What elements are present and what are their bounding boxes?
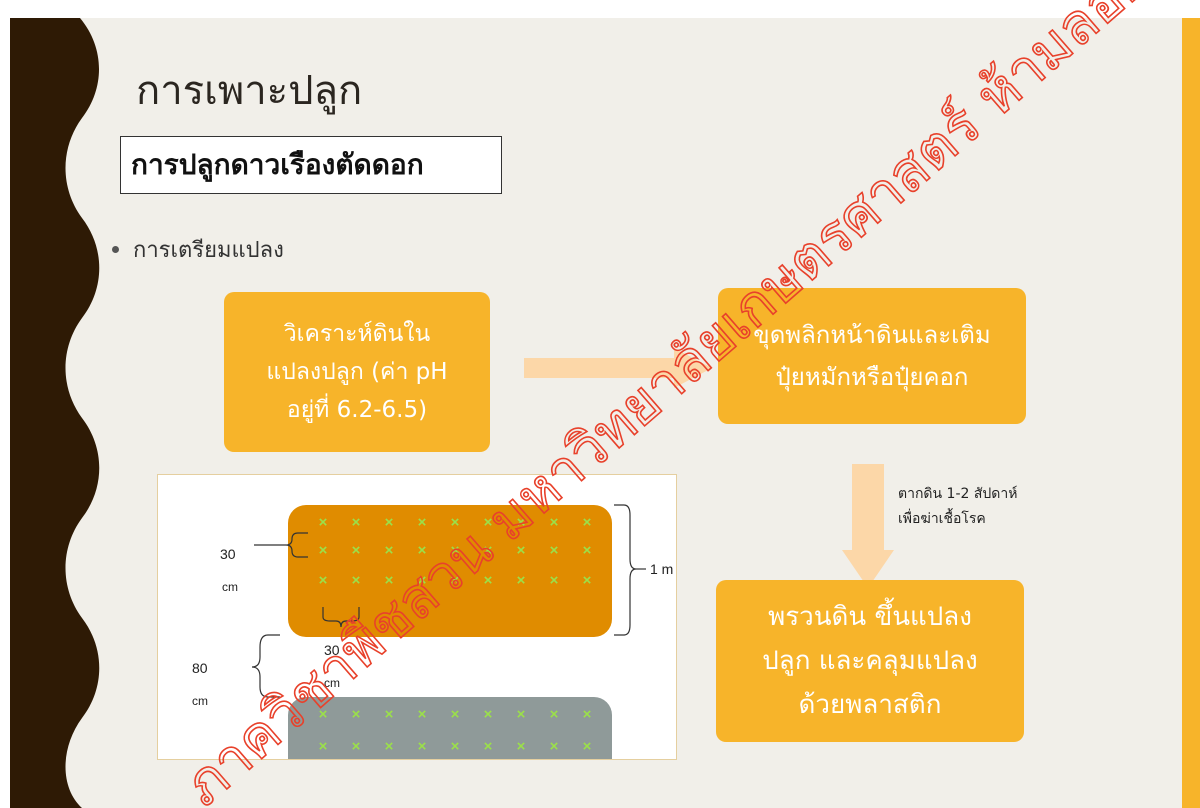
left-wavy-band — [10, 18, 100, 808]
path-width-value: 80 — [192, 660, 208, 676]
step-line: ปุ๋ยหมักหรือปุ๋ยคอก — [775, 363, 969, 391]
plant-marker: × — [418, 706, 427, 723]
plant-marker: × — [418, 542, 427, 559]
plant-marker: × — [583, 542, 592, 559]
plant-marker: × — [385, 738, 394, 755]
plant-marker: × — [319, 542, 328, 559]
plant-marker: × — [352, 542, 361, 559]
plant-marker: × — [517, 738, 526, 755]
plant-marker: × — [418, 572, 427, 589]
plant-marker: × — [385, 706, 394, 723]
plant-marker: × — [484, 572, 493, 589]
plant-marker: × — [352, 514, 361, 531]
plant-marker: × — [451, 542, 460, 559]
plant-marker: × — [550, 738, 559, 755]
plant-marker: × — [583, 706, 592, 723]
plant-marker: × — [418, 738, 427, 755]
plant-marker: × — [550, 542, 559, 559]
step-line: อยู่ที่ 6.2-6.5) — [286, 397, 428, 423]
plant-spacing-unit: cm — [324, 676, 340, 690]
plant-marker: × — [484, 738, 493, 755]
plant-marker: × — [385, 572, 394, 589]
plant-marker: × — [451, 738, 460, 755]
plant-marker: × — [550, 706, 559, 723]
plant-marker: × — [550, 572, 559, 589]
step-line: ปลูก และคลุมแปลง — [762, 646, 978, 676]
arrow-right — [524, 348, 712, 388]
plant-marker: × — [418, 514, 427, 531]
step-line: วิเคราะห์ดินใน — [283, 321, 431, 347]
plant-marker: × — [583, 738, 592, 755]
arrow-down — [842, 464, 894, 588]
plant-marker: × — [484, 542, 493, 559]
note-line: ตากดิน 1-2 สัปดาห์ — [898, 486, 1018, 502]
bed-width-label: 1 m — [650, 561, 673, 577]
row-spacing-unit: cm — [222, 580, 238, 594]
slide-title: การเพาะปลูก — [136, 68, 363, 114]
step-bed-forming: พรวนดิน ขึ้นแปลง ปลูก และคลุมแปลง ด้วยพล… — [716, 580, 1024, 742]
step-soil-analysis: วิเคราะห์ดินใน แปลงปลูก (ค่า pH อยู่ที่ … — [224, 292, 490, 452]
plant-spacing-value: 30 — [324, 642, 340, 658]
step-line: ด้วยพลาสติก — [798, 690, 942, 720]
sun-dry-note: ตากดิน 1-2 สัปดาห์ เพื่อฆ่าเชื้อโรค — [898, 482, 1017, 532]
bullet-dot — [112, 246, 119, 253]
plant-marker: × — [352, 706, 361, 723]
plant-marker: × — [517, 514, 526, 531]
step-line: ขุดพลิกหน้าดินและเติม — [753, 321, 991, 349]
step-line: พรวนดิน ขึ้นแปลง — [768, 602, 972, 632]
plant-marker: × — [352, 738, 361, 755]
planting-bed-gray — [288, 697, 612, 759]
plant-marker: × — [484, 706, 493, 723]
plant-marker: × — [517, 706, 526, 723]
plant-marker: × — [451, 514, 460, 531]
path-width-unit: cm — [192, 694, 208, 708]
plant-marker: × — [319, 738, 328, 755]
plant-marker: × — [484, 514, 493, 531]
step-line: แปลงปลูก (ค่า pH — [266, 359, 448, 385]
bullet-item: การเตรียมแปลง — [112, 232, 284, 267]
plant-marker: × — [583, 514, 592, 531]
plant-marker: × — [451, 572, 460, 589]
planting-bed-orange — [288, 505, 612, 637]
plant-marker: × — [517, 542, 526, 559]
plant-marker: × — [517, 572, 526, 589]
row-spacing-value: 30 — [220, 546, 236, 562]
plant-marker: × — [451, 706, 460, 723]
bullet-text: การเตรียมแปลง — [133, 238, 284, 263]
bed-spacing-diagram: × × × × × × × × × × × × × × × × × × × × × × × × × × × × × × × × × × × × × × × ×… — [157, 474, 677, 760]
plant-marker: × — [319, 706, 328, 723]
subtitle-box: การปลูกดาวเรืองตัดดอก — [120, 136, 502, 194]
plant-marker: × — [319, 572, 328, 589]
plant-marker: × — [385, 514, 394, 531]
plant-marker: × — [352, 572, 361, 589]
plant-marker: × — [319, 514, 328, 531]
plant-marker: × — [550, 514, 559, 531]
note-line: เพื่อฆ่าเชื้อโรค — [898, 511, 986, 527]
plant-marker: × — [583, 572, 592, 589]
step-tilling: ขุดพลิกหน้าดินและเติม ปุ๋ยหมักหรือปุ๋ยคอ… — [718, 288, 1026, 424]
right-accent-band — [1182, 18, 1200, 808]
plant-marker: × — [385, 542, 394, 559]
